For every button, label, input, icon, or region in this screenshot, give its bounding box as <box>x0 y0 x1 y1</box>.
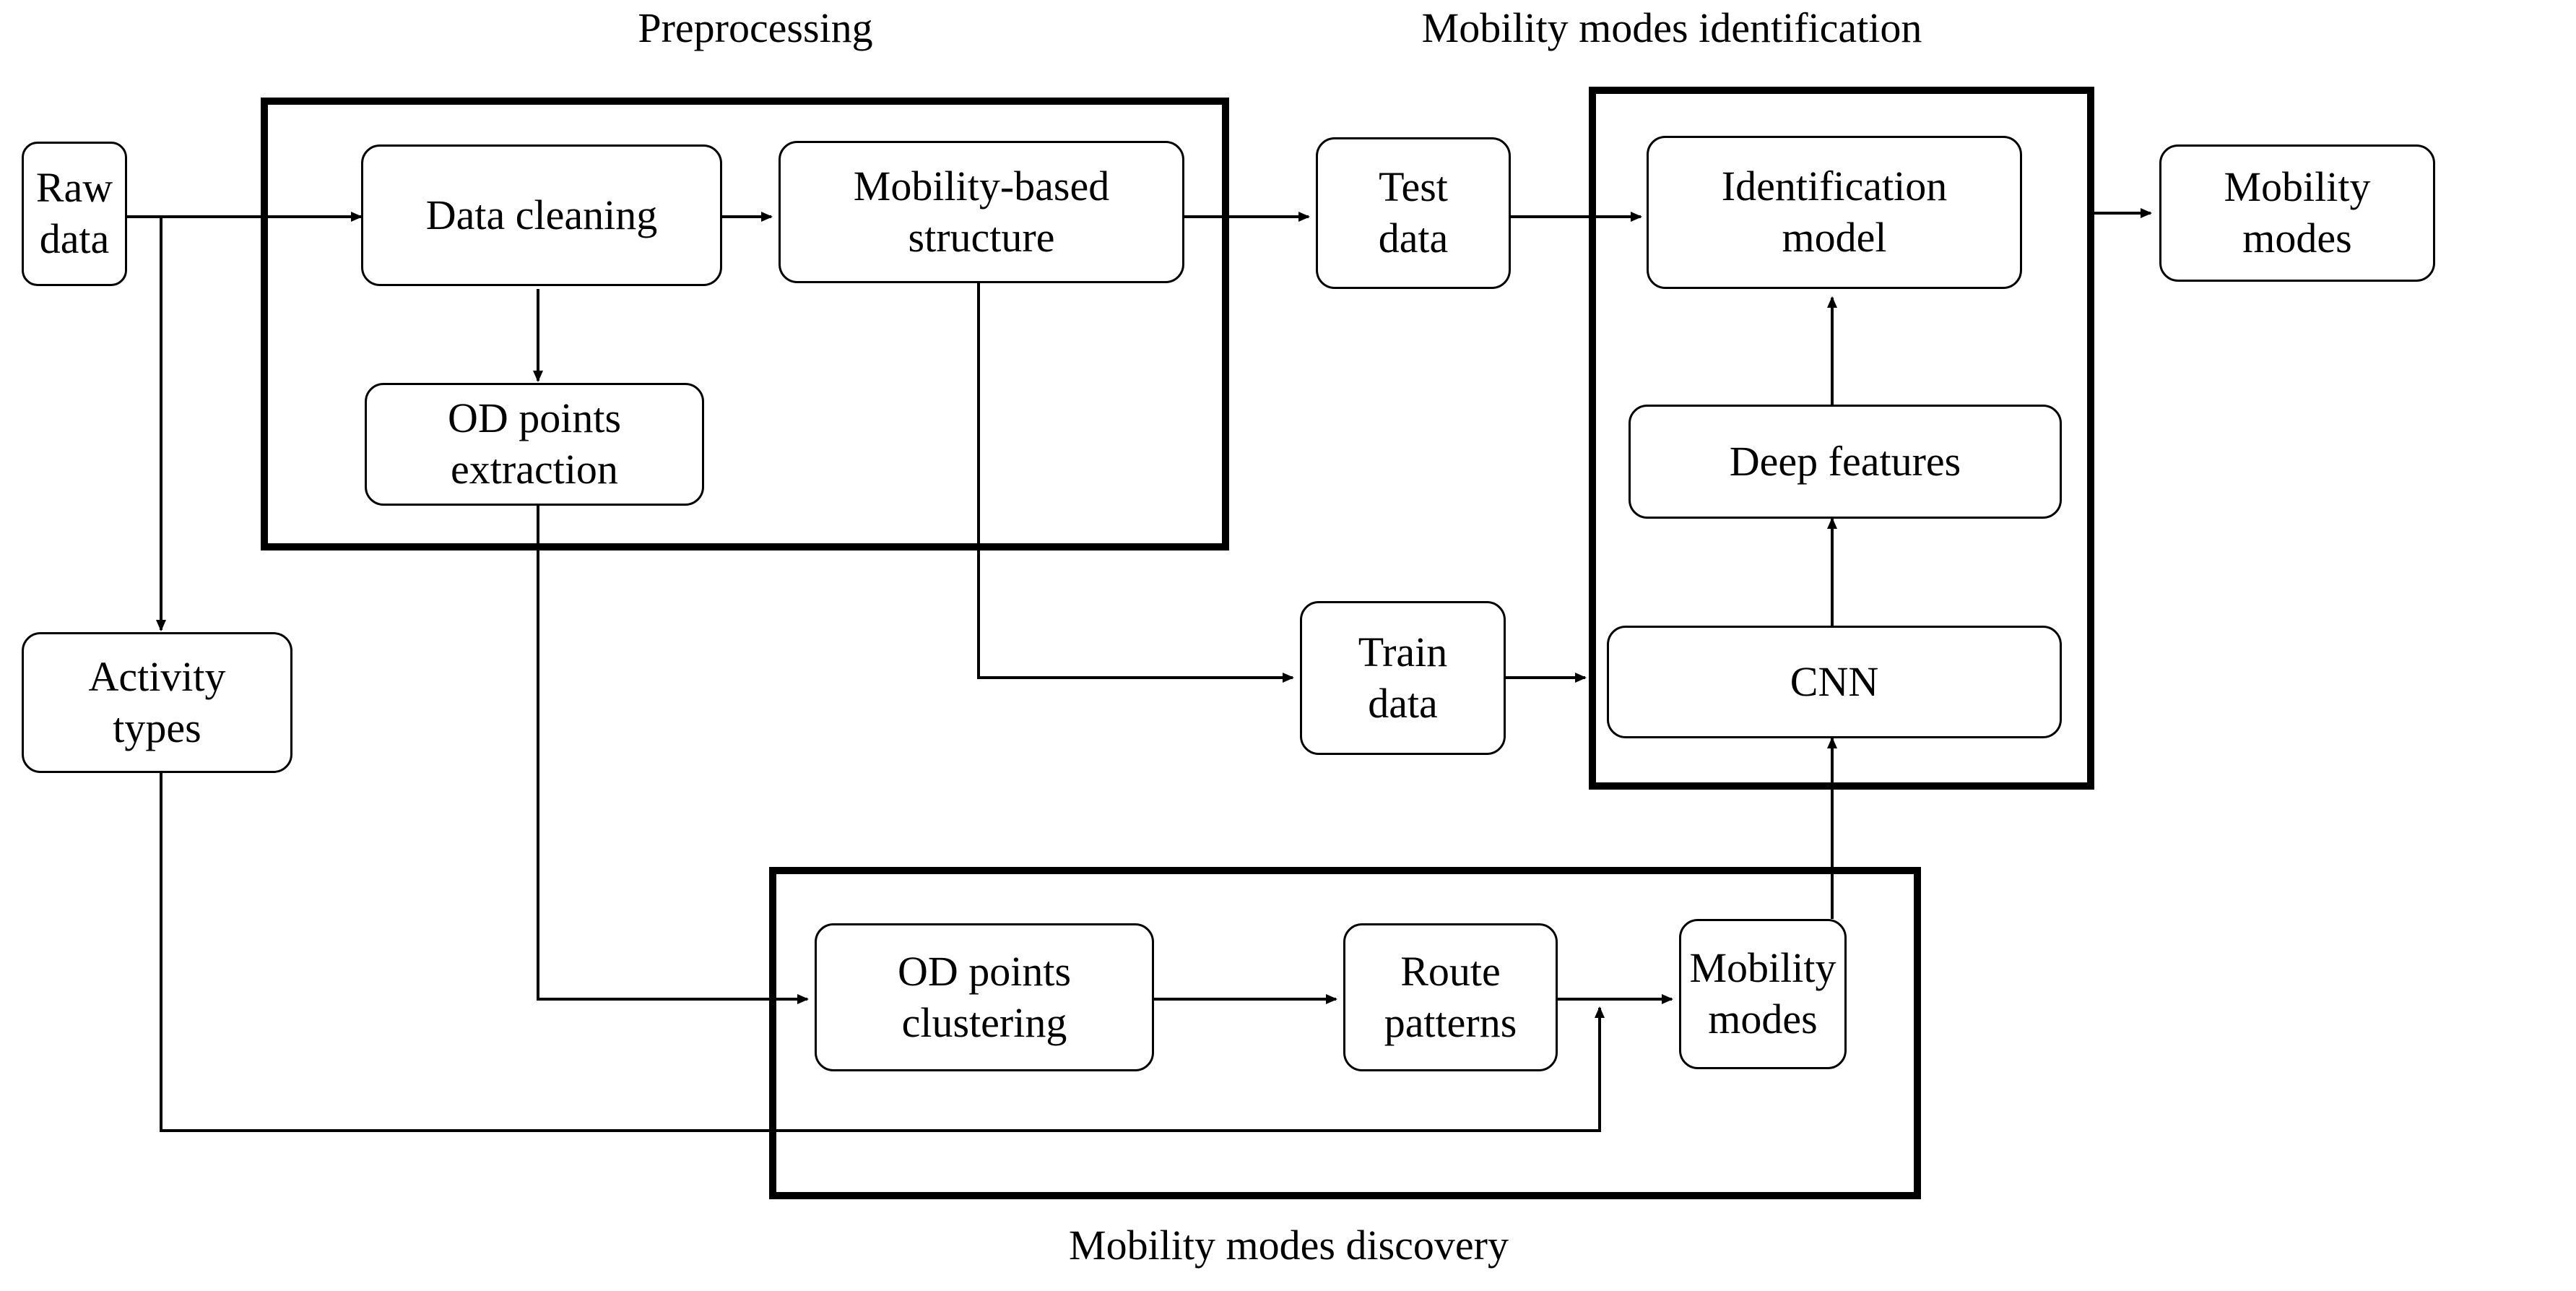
node-raw-data[interactable]: Raw data <box>22 142 127 286</box>
node-train-data[interactable]: Train data <box>1300 601 1506 755</box>
node-mobility-modes-output-label: Mobility modes <box>2224 163 2371 262</box>
node-data-cleaning-label: Data cleaning <box>425 191 658 238</box>
node-test-data[interactable]: Test data <box>1316 137 1511 289</box>
group-frame-identification <box>1589 87 2094 790</box>
node-od-points-extraction-label: OD points extraction <box>447 394 622 493</box>
node-mobility-based-structure[interactable]: Mobility-based structure <box>779 141 1184 283</box>
group-label-preprocessing: Preprocessing <box>638 4 873 51</box>
node-route-patterns[interactable]: Route patterns <box>1343 923 1558 1071</box>
node-mobility-modes-discovered[interactable]: Mobility modes <box>1679 919 1847 1069</box>
node-data-cleaning[interactable]: Data cleaning <box>361 144 722 286</box>
node-deep-features-label: Deep features <box>1729 437 1961 485</box>
node-activity-types-label: Activity types <box>88 652 226 751</box>
node-route-patterns-label: Route patterns <box>1384 947 1517 1046</box>
node-train-data-label: Train data <box>1358 628 1448 727</box>
node-raw-data-label: Raw data <box>35 164 113 262</box>
node-od-points-extraction[interactable]: OD points extraction <box>365 383 704 506</box>
node-test-data-label: Test data <box>1378 163 1449 262</box>
node-activity-types[interactable]: Activity types <box>22 632 292 773</box>
node-od-points-clustering-label: OD points clustering <box>897 947 1072 1046</box>
node-identification-model[interactable]: Identification model <box>1647 136 2022 289</box>
node-deep-features[interactable]: Deep features <box>1629 405 2062 519</box>
group-frame-discovery <box>769 867 1921 1199</box>
node-od-points-clustering[interactable]: OD points clustering <box>815 923 1154 1071</box>
node-identification-model-label: Identification model <box>1721 163 1948 261</box>
node-mobility-based-structure-label: Mobility-based structure <box>853 162 1110 261</box>
node-cnn[interactable]: CNN <box>1607 626 2062 738</box>
group-label-discovery: Mobility modes discovery <box>1069 1222 1509 1269</box>
node-cnn-label: CNN <box>1790 657 1879 705</box>
group-frame-preprocessing <box>261 98 1229 550</box>
node-mobility-modes-discovered-label: Mobility modes <box>1689 944 1836 1042</box>
node-mobility-modes-output[interactable]: Mobility modes <box>2159 144 2435 282</box>
group-label-identification: Mobility modes identification <box>1421 4 1922 51</box>
